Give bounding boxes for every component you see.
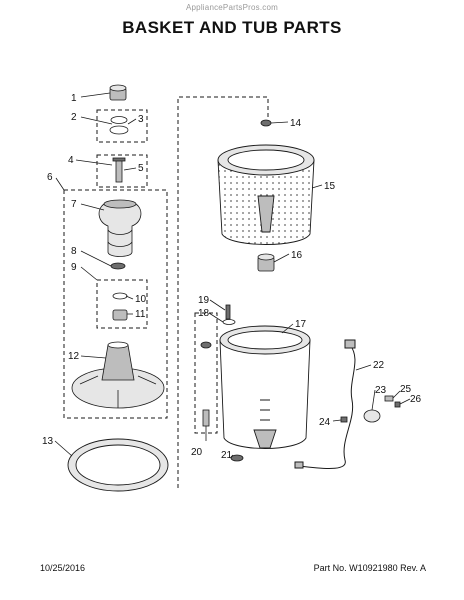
- callout-4: 4: [68, 155, 74, 166]
- part-8-clip: [110, 262, 126, 270]
- part-10-washer: [112, 292, 128, 300]
- assembly-box-9: [96, 279, 148, 329]
- part-2-seal: [109, 116, 129, 135]
- part-25-connector: [384, 395, 394, 402]
- part-12-impeller: [71, 341, 165, 409]
- callout-20: 20: [191, 447, 203, 458]
- callout-21: 21: [221, 450, 233, 461]
- callout-18: 18: [198, 308, 210, 319]
- part-20-tube: [200, 341, 212, 427]
- callout-13: 13: [42, 436, 54, 447]
- part-11-coupler: [112, 309, 128, 321]
- part-1-cap: [109, 84, 127, 101]
- part-14-nut: [260, 119, 272, 127]
- assembly-box-20: [194, 312, 218, 434]
- part-7-agitator: [98, 199, 142, 257]
- callout-22: 22: [373, 360, 385, 371]
- part-5-bolt: [112, 157, 126, 183]
- callout-19: 19: [198, 295, 210, 306]
- watermark: AppliancePartsPros.com: [186, 3, 278, 12]
- callout-2: 2: [71, 112, 77, 123]
- part-13-balance-ring: [67, 438, 169, 492]
- callout-labels: 1 2 3 4 5 6 7 8 9 10 11 12 13 14 15 16 1…: [42, 93, 422, 461]
- assembly-box-2: [96, 109, 148, 143]
- part-18-gasket: [222, 319, 236, 325]
- callout-26: 26: [410, 394, 422, 405]
- callout-14: 14: [290, 118, 302, 129]
- callout-7: 7: [71, 199, 77, 210]
- part-24-clip: [340, 416, 348, 423]
- callout-8: 8: [71, 246, 77, 257]
- callout-11: 11: [135, 309, 146, 320]
- footer-date: 10/25/2016: [40, 563, 86, 573]
- connector-line-14: [177, 96, 269, 488]
- callout-23: 23: [375, 385, 387, 396]
- callout-15: 15: [324, 181, 336, 192]
- callout-1: 1: [71, 93, 77, 104]
- callout-17: 17: [295, 319, 307, 330]
- part-21-drain-seal: [230, 454, 244, 462]
- callout-25: 25: [400, 384, 412, 395]
- footer-part-number: Part No. W10921980 Rev. A: [313, 563, 426, 573]
- part-23-sensor: [363, 409, 381, 423]
- part-17-outer-tub: [219, 325, 311, 449]
- part-26-clip: [394, 401, 401, 408]
- part-16-hub: [257, 253, 275, 272]
- callout-3: 3: [138, 114, 144, 125]
- part-19-screw: [225, 304, 231, 320]
- callout-16: 16: [291, 250, 303, 261]
- assembly-boundaries: [63, 96, 269, 488]
- callout-10: 10: [135, 294, 147, 305]
- assembly-box-4: [96, 154, 148, 188]
- leader-lines: [54, 92, 411, 458]
- callout-9: 9: [71, 262, 77, 273]
- callout-5: 5: [138, 163, 144, 174]
- assembly-box-6: [63, 189, 168, 419]
- callout-12: 12: [68, 351, 80, 362]
- page-title: BASKET AND TUB PARTS: [122, 18, 342, 37]
- callout-6: 6: [47, 172, 53, 183]
- part-15-basket: [217, 144, 315, 245]
- callout-24: 24: [319, 417, 331, 428]
- part-22-wire-harness: [294, 339, 356, 469]
